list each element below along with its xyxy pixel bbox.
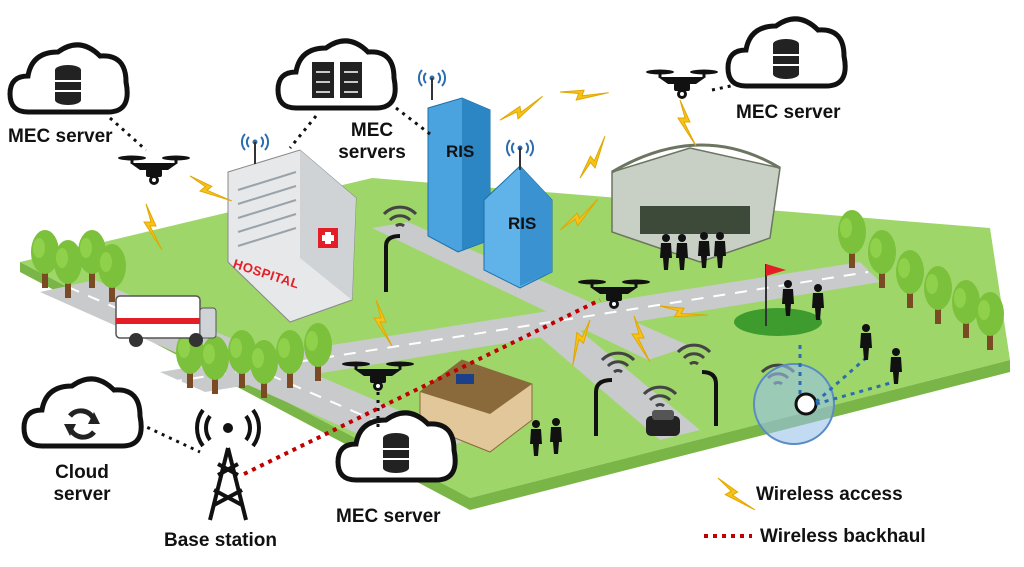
ris-tower-right	[483, 139, 553, 289]
hospital-building	[227, 133, 357, 323]
mec-server-label-bottom: MEC server	[336, 506, 441, 527]
base-station-emitter	[223, 423, 233, 433]
legend-wireless-access-icon	[715, 469, 756, 520]
car	[646, 410, 680, 436]
legend-wireless-backhaul-label: Wireless backhaul	[760, 526, 926, 547]
golf-flag	[766, 264, 786, 276]
road-right	[520, 314, 700, 440]
drone-top-right	[644, 68, 720, 101]
ris-label-left: RIS	[446, 142, 475, 161]
mec-servers-label-center: MEC servers	[338, 120, 406, 163]
smartwatch-icon	[794, 392, 818, 416]
ambulance	[115, 295, 217, 347]
stadium	[611, 143, 781, 263]
golf-green	[734, 308, 822, 336]
cloud-server-label: Cloud server	[53, 462, 111, 505]
mec-cloud-center	[278, 41, 395, 108]
legend-wireless-access-label: Wireless access	[756, 484, 903, 505]
street-lights	[384, 234, 718, 436]
cloud-server-icon	[24, 379, 141, 446]
road-upper	[372, 222, 690, 360]
base-station-tower	[195, 408, 261, 521]
server-links	[109, 82, 741, 454]
base-station-label: Base station	[164, 530, 277, 551]
wearable-zone	[753, 363, 835, 445]
mec-server-label-top-left: MEC server	[8, 126, 113, 147]
mec-cloud-top-right	[728, 19, 845, 86]
drone-top-left	[116, 154, 192, 187]
mec-server-label-top-right: MEC server	[736, 102, 841, 123]
mec-cloud-top-left	[10, 45, 127, 112]
wireless-backhaul-link	[243, 298, 601, 476]
wearable-link	[815, 356, 867, 404]
ris-label-right: RIS	[508, 214, 537, 233]
